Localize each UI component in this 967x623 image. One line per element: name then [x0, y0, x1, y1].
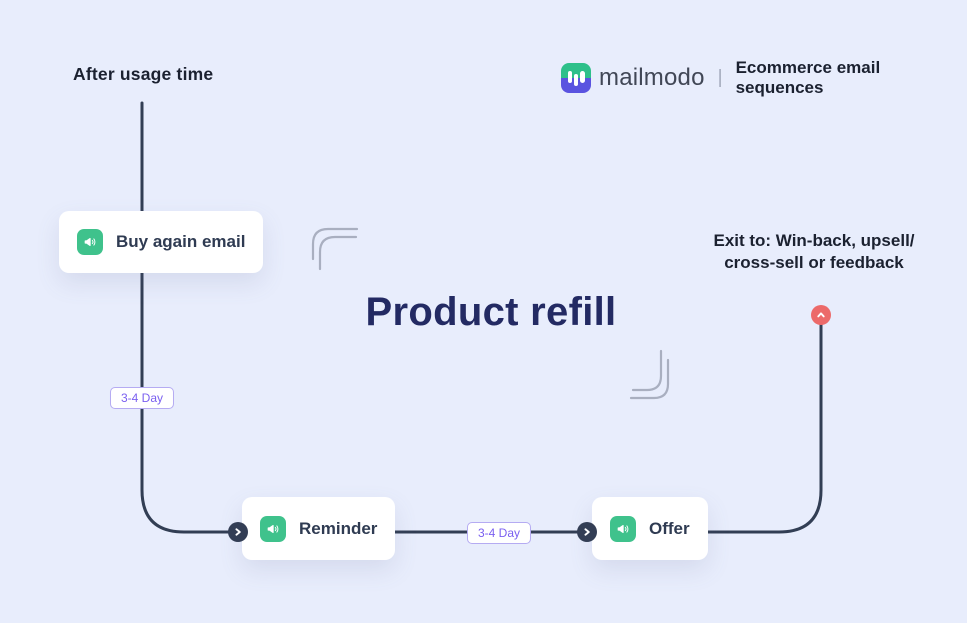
- page-title: Product refill: [365, 290, 617, 334]
- node-label: Offer: [649, 518, 690, 538]
- corner-curve-top-left-inner: [318, 235, 358, 271]
- wire-entry-to-reminder: [140, 101, 230, 534]
- node-buy-again-email[interactable]: Buy again email: [59, 211, 264, 273]
- brand-wordmark: mailmodo: [599, 64, 705, 91]
- corner-curve-bottom-right-outer: [629, 358, 670, 400]
- node-label: Buy again email: [116, 232, 246, 251]
- chevron-right-icon: [228, 522, 248, 542]
- megaphone-icon: [610, 515, 636, 542]
- delay-badge[interactable]: 3-4 Day: [466, 522, 532, 544]
- node-label: Reminder: [299, 518, 378, 538]
- delay-badge[interactable]: 3-4 Day: [109, 387, 175, 409]
- mailmodo-logo-icon: [561, 63, 591, 93]
- wire-offer-to-exit: [706, 323, 823, 534]
- node-offer[interactable]: Offer: [592, 497, 708, 560]
- exit-note-line2: cross-sell or feedback: [724, 253, 904, 272]
- exit-note-line1: Exit to: Win-back, upsell/: [713, 231, 915, 250]
- brand-header: mailmodo | Ecommerce email sequences: [561, 58, 967, 98]
- chevron-right-icon: [577, 522, 597, 542]
- brand-subtitle: Ecommerce email sequences: [735, 58, 881, 97]
- corner-curve-bottom-right-inner: [631, 349, 663, 392]
- megaphone-icon: [260, 515, 286, 542]
- brand-separator: |: [717, 67, 723, 88]
- megaphone-icon: [77, 229, 103, 255]
- chevron-up-icon: [811, 305, 831, 325]
- corner-curve-top-left-outer: [311, 227, 359, 261]
- node-reminder[interactable]: Reminder: [242, 497, 396, 560]
- entry-trigger-label: After usage time: [73, 64, 214, 84]
- exit-note: Exit to: Win-back, upsell/ cross-sell or…: [713, 230, 914, 274]
